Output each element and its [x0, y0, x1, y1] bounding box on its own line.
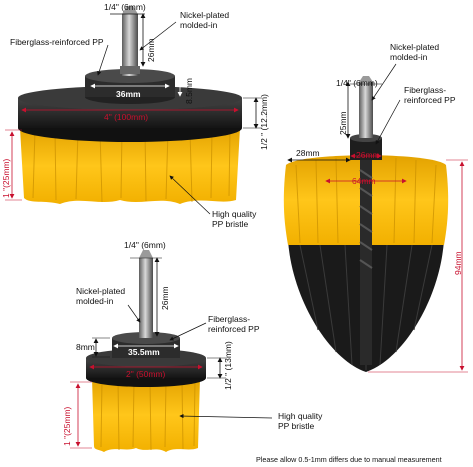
brush-3-shaft-diameter-label: 1/4" (6mm): [124, 240, 166, 250]
brush-3-nickel-label: Nickel-plated molded-in: [76, 286, 126, 306]
brush-1-base-height-label: 1/2 " (12.2mm): [259, 94, 269, 150]
brush-1-fiberglass-label: Fiberglass-reinforced PP: [10, 37, 104, 47]
brush-2-shaft-diameter-label: 1/4" (6mm): [336, 78, 378, 88]
brush-2-total-height-label: 94mm: [453, 251, 463, 275]
brush-2-dimension-lines: [287, 63, 468, 373]
brush-3-dimension-lines: [70, 257, 273, 449]
brush-1-shaft-diameter-label: 1/4" (6mm): [104, 2, 146, 12]
brush-3-base-width-label: 2" (50mm): [126, 369, 166, 379]
brush-1-bristles: [20, 128, 240, 204]
brush-2-round-94mm: [283, 76, 449, 372]
brush-1-hub-height-label: 8.5mm: [184, 78, 194, 104]
brush-3-fiberglass-label: Fiberglass- reinforced PP: [208, 314, 260, 334]
brush-2-fiberglass-label: Fiberglass- reinforced PP: [404, 85, 456, 105]
brush-1-dimension-lines: [5, 13, 262, 215]
brush-2-side-width-label: 28mm: [296, 148, 320, 158]
brush-3-hub-height-label: 8mm: [76, 342, 95, 352]
brush-3-bristles: [92, 378, 200, 452]
brush-1-shaft-length-label: 26mm: [146, 38, 156, 62]
measurement-disclaimer: Please allow 0.5-1mm differs due to manu…: [256, 455, 442, 464]
brush-2-nickel-label: Nickel-plated molded-in: [390, 42, 440, 62]
brush-2-shaft-length-label: 25mm: [338, 111, 348, 135]
brush-2-top-width-label: 64mm: [352, 176, 376, 186]
brush-1-bristle-height-label: 1 "(25mm): [1, 158, 11, 198]
brush-3-base-height-label: 1/2 " (13mm): [223, 341, 233, 390]
brush-1-base-width-label: 4" (100mm): [104, 112, 149, 122]
brush-3-bristle-label: High quality PP bristle: [278, 411, 323, 431]
brush-3-shaft-length-label: 26mm: [160, 286, 170, 310]
brush-1-bristle-label: High quality PP bristle: [212, 209, 257, 229]
brush-1-flat-4in: [18, 6, 242, 204]
brush-1-nickel-label: Nickel-plated molded-in: [180, 10, 230, 30]
brush-3-hub-width-label: 35.5mm: [128, 347, 160, 357]
brush-3-bristle-height-label: 1 "(25mm): [62, 406, 72, 446]
brush-1-hub-width-label: 36mm: [116, 89, 141, 99]
brush-2-hub-width-label: 26mm: [356, 150, 380, 160]
